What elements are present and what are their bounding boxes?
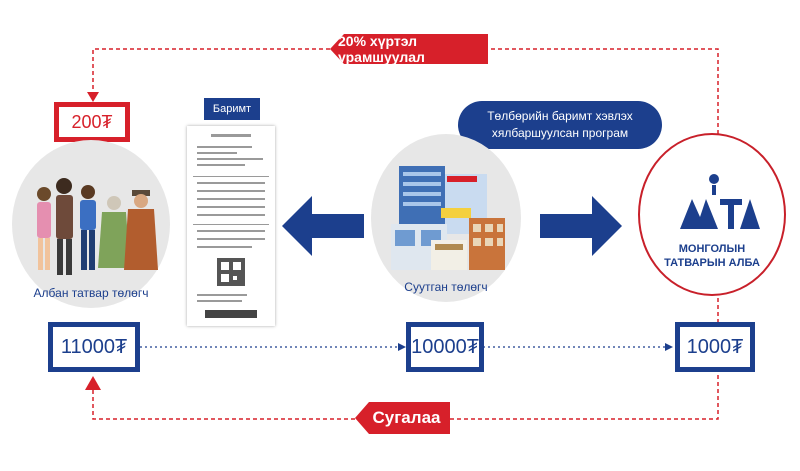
app-callout-line1: Төлбөрийн баримт хэвлэх [487, 109, 633, 123]
dotted-link-left-arrowhead [398, 343, 406, 351]
consumer-circle: Албан татвар төлөгч [12, 140, 170, 308]
app-callout: Төлбөрийн баримт хэвлэх хялбаршуулсан пр… [458, 101, 662, 149]
tax-authority-circle: МОНГОЛЫН ТАТВАРЫН АЛБА [638, 133, 786, 296]
business-amount: 10000₮ [410, 326, 480, 368]
family-illustration [37, 178, 158, 275]
receipt-label: Баримт [204, 98, 260, 120]
reward-value: 200₮ [58, 106, 126, 138]
business-label: Суутган төлөгч [404, 280, 488, 294]
authority-amount: 1000₮ [679, 326, 751, 368]
authority-amount-box: 1000₮ [675, 322, 755, 372]
buildings-illustration [391, 166, 505, 270]
app-callout-line2: хялбаршуулсан програм [491, 126, 629, 140]
left-flow-arrow [282, 196, 364, 256]
business-circle: Суутган төлөгч [371, 134, 521, 302]
lottery-banner: Сугалаа [355, 402, 450, 434]
consumer-label: Албан татвар төлөгч [33, 286, 149, 300]
tax-authority-line1: МОНГОЛЫН [678, 243, 746, 255]
reward-box: 200₮ [54, 102, 130, 142]
receipt-image [187, 126, 275, 326]
top-loop-arrowhead [87, 92, 99, 102]
tax-authority-line2: ТАТВАРЫН АЛБА [664, 257, 760, 269]
tax-authority-logo-icon [680, 174, 760, 229]
business-amount-box: 10000₮ [406, 322, 484, 372]
consumer-amount: 11000₮ [52, 326, 136, 368]
bottom-loop-line [450, 375, 719, 420]
consumer-amount-box: 11000₮ [48, 322, 140, 372]
bottom-loop-arrowhead [85, 376, 101, 390]
right-flow-arrow [540, 196, 622, 256]
bottom-loop-line-left [92, 385, 355, 420]
receipt-illustration [193, 134, 269, 318]
dotted-link-right-arrowhead [665, 343, 673, 351]
top-loop-line-left [92, 48, 330, 100]
incentive-banner: 20% хүртэл урамшуулал [330, 34, 488, 64]
